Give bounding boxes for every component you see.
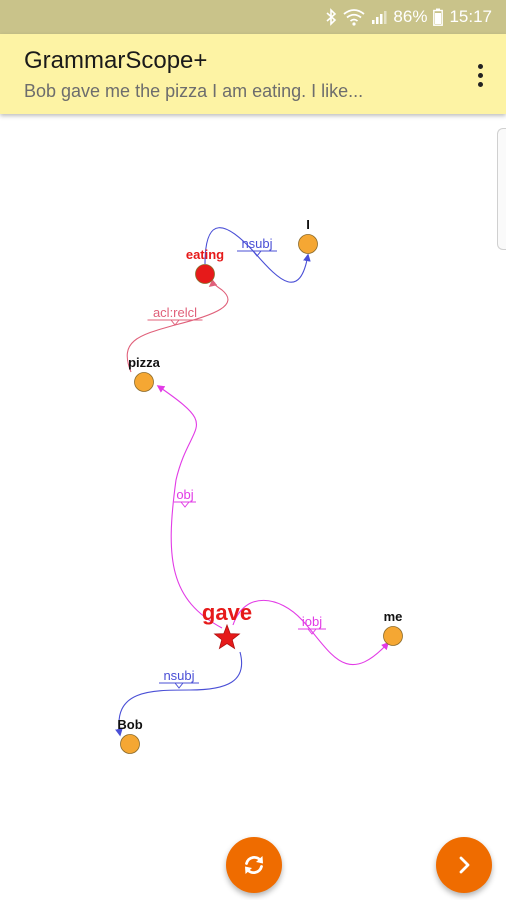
refresh-icon [245,856,263,874]
edge-label-gave-me[interactable]: iobj [302,614,322,629]
edge-label-bracket [174,501,196,508]
status-bar: 86% 15:17 [0,0,506,34]
node-bob[interactable]: Bob [117,717,143,754]
battery-percent: 86% [393,7,428,26]
edge-label-bracket [147,319,203,326]
edge-label-bracket [237,250,277,257]
edge-label-gave-bob[interactable]: nsubj [163,668,194,683]
node-me[interactable]: me [383,609,403,646]
overflow-menu-icon[interactable] [468,60,492,90]
app-title: GrammarScope+ [24,47,208,74]
bluetooth-icon [326,8,337,26]
node-label-bob: Bob [117,717,142,732]
edge-pizza-eating[interactable] [126,279,229,373]
wifi-icon [343,9,365,26]
node-dot [195,264,215,284]
node-label-me: me [384,609,403,624]
node-label-gave: gave [202,600,252,625]
next-sentence-button[interactable] [436,837,492,893]
drawer-edge-handle[interactable] [497,128,506,250]
edge-label-eating-i[interactable]: nsubj [241,236,272,251]
clock: 15:17 [449,7,492,26]
root-star-icon [213,623,241,650]
node-label-i: I [306,217,310,232]
node-pizza[interactable]: pizza [128,355,161,392]
edge-gave-pizza[interactable] [156,385,223,629]
node-label-pizza: pizza [128,355,161,370]
edge-label-pizza-eating[interactable]: acl:relcl [153,305,197,320]
edge-gave-bob[interactable] [115,651,243,737]
edge-label-bracket [159,682,199,689]
node-dot [134,372,154,392]
edge-gave-me[interactable] [232,599,390,666]
app-bar: GrammarScope+ Bob gave me the pizza I am… [0,34,506,114]
node-gave[interactable]: gave [202,600,252,650]
signal-icon [372,11,387,24]
node-dot [298,234,318,254]
edge-label-bracket [298,628,326,635]
node-dot [383,626,403,646]
edge-label-gave-pizza[interactable]: obj [176,487,193,502]
node-eating[interactable]: eating [186,247,224,284]
battery-icon [433,8,444,26]
node-label-eating: eating [186,247,224,262]
node-dot [120,734,140,754]
chevron-right-icon [459,856,470,874]
node-i[interactable]: I [298,217,318,254]
refresh-button[interactable] [226,837,282,893]
